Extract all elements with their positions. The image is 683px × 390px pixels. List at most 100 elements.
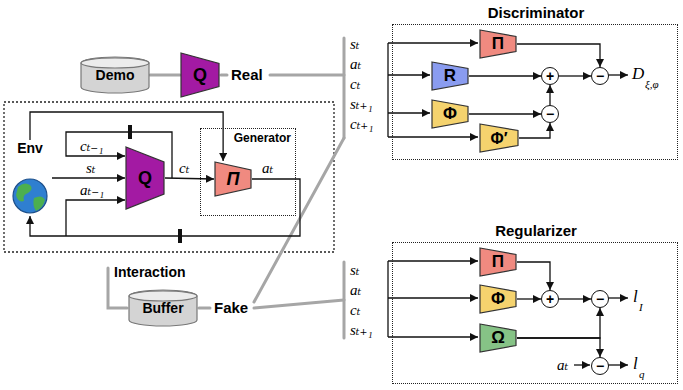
signal-name: cₜ₋₁ <box>80 138 104 154</box>
data-flow-line <box>221 74 227 77</box>
input-variable: sₜ <box>350 262 360 278</box>
input-wire <box>388 112 430 113</box>
delay-bar <box>128 125 132 139</box>
output-wire <box>608 364 628 365</box>
input-variable: aₜ <box>350 56 361 72</box>
input-wire <box>388 42 478 43</box>
input-variable: sₜ₊₁ <box>350 322 373 338</box>
input-bus <box>387 43 388 137</box>
data-bracket <box>343 38 346 138</box>
node-label: Q <box>138 168 152 189</box>
node-label: Q <box>193 65 207 86</box>
output-subscript: q <box>639 366 645 382</box>
node-label: − <box>596 68 604 85</box>
connector <box>517 308 600 338</box>
output-subscript: I <box>639 299 643 315</box>
discriminator-box: DiscriminatorΠRΦΦ′+−− <box>392 24 678 160</box>
node-label: Buffer <box>142 300 183 317</box>
input-variable: sₜ <box>350 36 360 52</box>
generator-box: GeneratorΠ <box>200 128 296 216</box>
node-label: + <box>546 291 554 308</box>
input-wire <box>388 74 430 75</box>
connector <box>52 177 125 178</box>
signal-name: aₜ <box>557 357 568 373</box>
connector <box>517 338 600 357</box>
connector <box>165 178 214 179</box>
input-wire <box>388 260 478 261</box>
signal-name: aₜ <box>262 160 273 176</box>
node-label: Demo <box>96 67 135 84</box>
difference-node: − <box>541 105 559 123</box>
connector <box>30 179 300 236</box>
flow-label: Fake <box>214 300 248 316</box>
connector <box>549 85 550 105</box>
connector <box>469 75 541 76</box>
sum-node: + <box>541 67 559 85</box>
flow-label: Interaction <box>114 264 186 280</box>
node-label: − <box>596 291 604 308</box>
action-branch-wire <box>66 200 125 236</box>
reward-network: R <box>431 61 469 91</box>
node-label: Φ′ <box>491 129 508 148</box>
node-label: Π <box>492 34 504 54</box>
sum-node: + <box>541 290 559 308</box>
flow-label: Real <box>231 67 263 83</box>
difference-node: − <box>591 357 609 375</box>
input-bus <box>387 261 388 337</box>
output-name: l <box>633 289 638 305</box>
node-label: + <box>546 68 554 85</box>
node-label: R <box>444 66 456 86</box>
connector <box>150 74 180 77</box>
input-wire <box>388 297 478 298</box>
data-flow-line <box>270 74 344 77</box>
policy-network: Π <box>479 247 517 277</box>
output-wire <box>608 297 628 298</box>
connector <box>469 113 541 114</box>
data-flow-line <box>254 300 344 308</box>
box-heading: Regularizer <box>393 222 679 240</box>
connector <box>517 44 600 67</box>
input-variable: sₜ₊₁ <box>350 96 373 112</box>
input-variable: cₜ <box>350 302 360 318</box>
potential-network: Φ′ <box>479 123 519 153</box>
environment: Env <box>8 140 52 216</box>
input-variable: cₜ₊₁ <box>350 116 374 132</box>
box-heading: Generator <box>234 131 291 146</box>
input-wire <box>388 336 478 337</box>
box-heading: Discriminator <box>393 4 679 22</box>
connector <box>517 262 550 290</box>
signal-name: aₜ₋₁ <box>80 182 104 198</box>
node-label: Φ <box>443 104 457 124</box>
input-variable: aₜ <box>350 282 361 298</box>
connector <box>559 75 591 76</box>
data-flow-line <box>199 307 210 310</box>
policy-network: Π <box>479 29 517 59</box>
potential-network: Φ <box>431 99 469 129</box>
output-name: l <box>633 356 638 372</box>
signal-name: sₜ <box>86 160 96 176</box>
output-name: D <box>632 66 644 82</box>
node-label: Ω <box>491 328 505 348</box>
node-label: − <box>546 106 554 123</box>
node-label: Φ <box>491 289 505 309</box>
encoder-network: Q <box>180 52 220 98</box>
connector <box>559 298 591 299</box>
input-variable: cₜ <box>350 76 360 92</box>
node-label: Env <box>17 140 43 157</box>
input-wire <box>388 136 478 137</box>
potential-network: Φ <box>479 284 517 314</box>
output-subscript: ξ,φ <box>645 76 659 92</box>
connector <box>517 298 541 299</box>
policy-network: Π <box>214 161 252 197</box>
data-store: Demo <box>80 57 150 93</box>
data-store: Buffer <box>128 290 198 326</box>
output-wire <box>608 74 628 75</box>
env-loop-frame <box>4 102 334 252</box>
node-label: Π <box>227 169 240 190</box>
connector <box>519 123 550 138</box>
difference-node: − <box>591 290 609 308</box>
encoder-network: Q <box>125 146 165 210</box>
difference-node: − <box>591 67 609 85</box>
node-label: Π <box>492 252 504 272</box>
signal-name: cₜ <box>179 160 189 176</box>
